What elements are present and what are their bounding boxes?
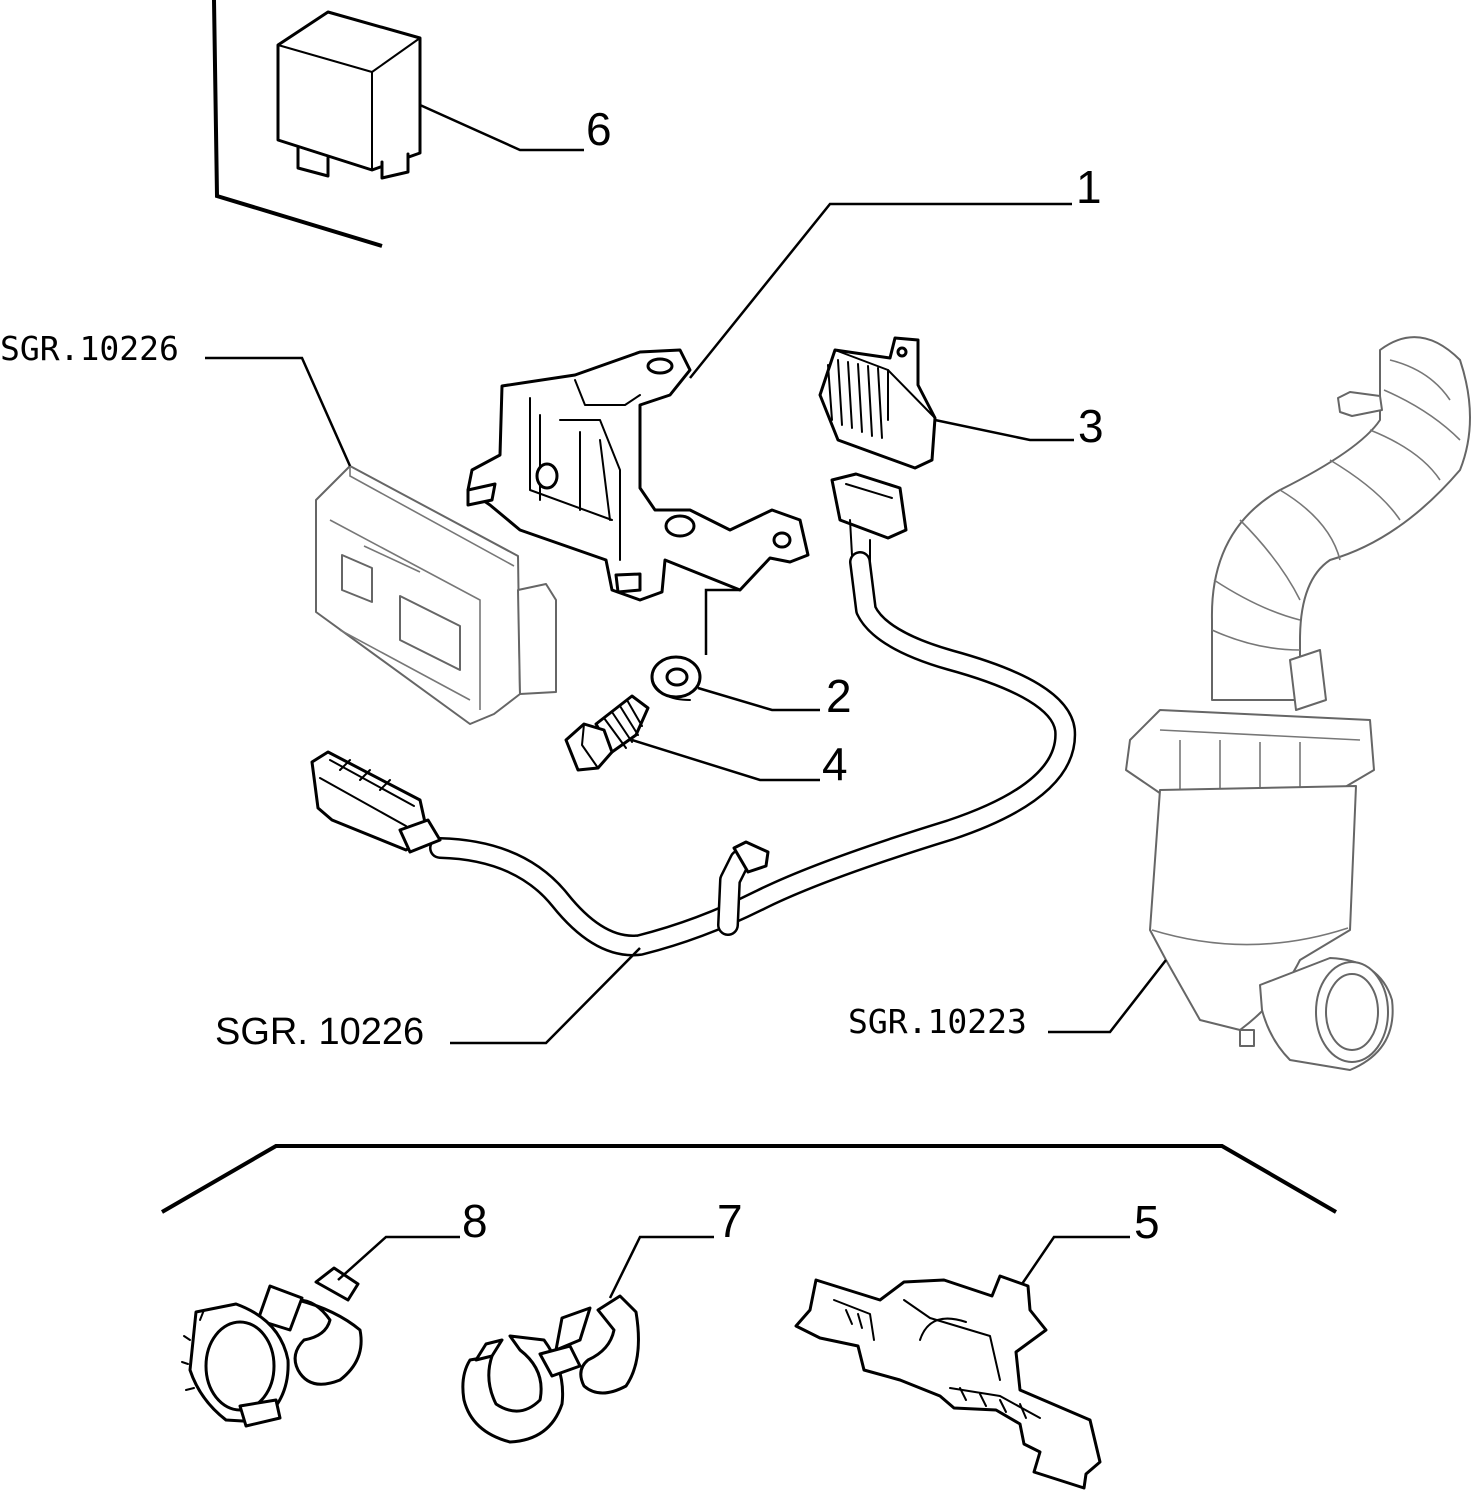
callout-4: 4 (822, 738, 848, 790)
leader-7 (608, 1235, 714, 1299)
callout-8: 8 (462, 1195, 488, 1247)
leader-ecu (205, 356, 352, 467)
leader-converter (1048, 959, 1167, 1034)
leader-6 (419, 103, 584, 152)
leader-3 (934, 418, 1074, 442)
converter-ref-label: SGR.10223 (848, 1002, 1027, 1041)
bolt-part-4[interactable] (564, 694, 650, 772)
callout-1: 1 (1076, 161, 1102, 213)
leader-5 (1020, 1235, 1130, 1285)
relay-part-3[interactable] (818, 336, 937, 470)
leader-1 (689, 202, 1072, 379)
callout-6: 6 (586, 103, 612, 155)
clip-part-7[interactable] (461, 1294, 640, 1444)
wiring-harness[interactable] (310, 551, 1077, 957)
ecu-ref-label: SGR.10226 (0, 329, 179, 368)
relay-connector (830, 472, 908, 563)
callout-2: 2 (826, 670, 852, 722)
bracket-part-1[interactable] (466, 348, 810, 602)
leader-4 (631, 738, 820, 782)
leader-2 (704, 588, 740, 655)
harness-ref-label: SGR. 10226 (215, 1011, 424, 1053)
catalytic-converter[interactable] (1125, 336, 1471, 1071)
callout-5: 5 (1134, 1196, 1160, 1248)
leader-2b (697, 686, 820, 712)
ecu-unit[interactable] (315, 465, 557, 725)
washer-part-2[interactable] (650, 655, 702, 701)
callout-3: 3 (1078, 400, 1104, 452)
clip-part-5[interactable] (794, 1274, 1102, 1490)
leader-8 (337, 1235, 460, 1281)
relay-part-6[interactable] (276, 10, 422, 180)
section-bracket-bottom (160, 1144, 1338, 1214)
clip-part-8[interactable] (181, 1266, 363, 1428)
section-bracket-top (212, 0, 383, 248)
leader-harness (450, 947, 641, 1045)
callout-7: 7 (717, 1195, 743, 1247)
